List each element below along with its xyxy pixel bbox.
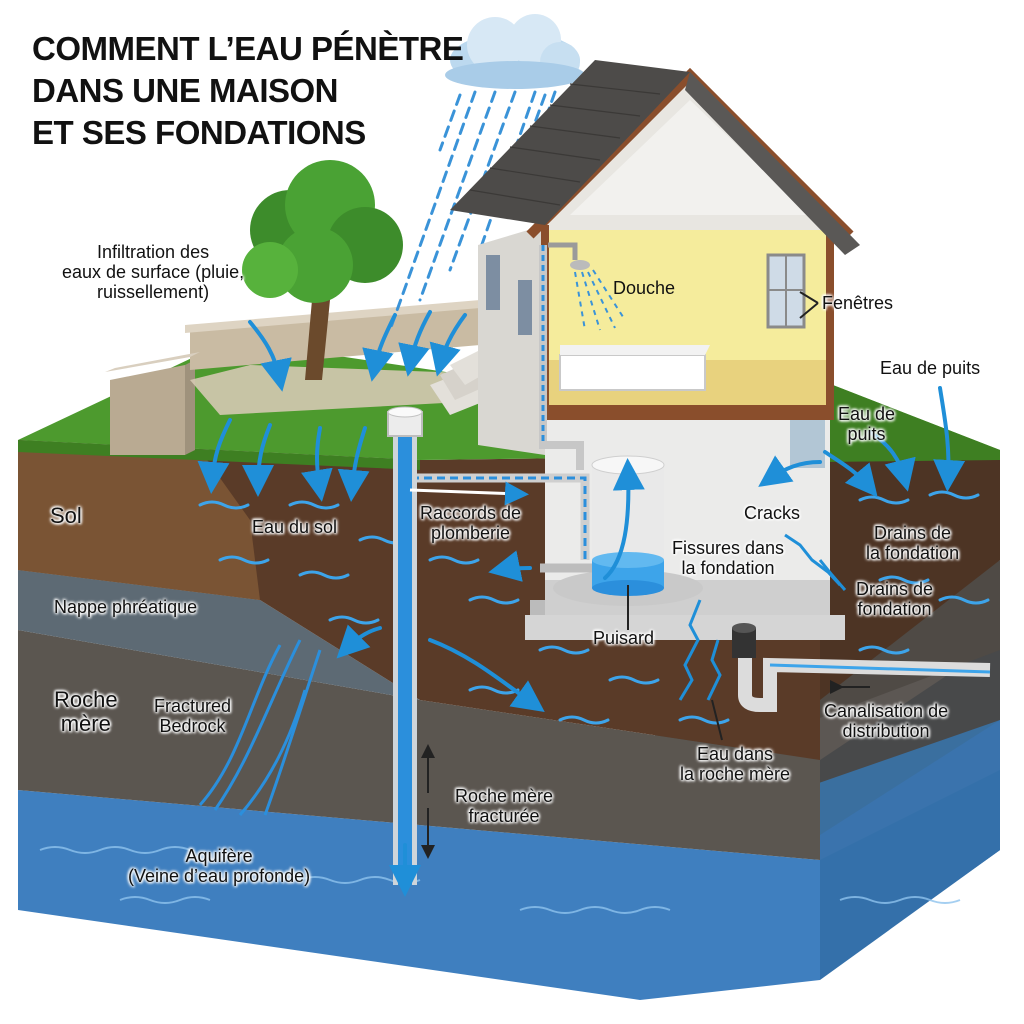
- label-drains-de-la-fondation-line-2: la fondation: [866, 543, 960, 563]
- aquifer-waves: [39, 846, 961, 914]
- label-eau-de-puits-mid-line-1: Eau de: [838, 404, 896, 424]
- label-eau-roche-line-2: la roche mère: [680, 764, 791, 784]
- label-fissures: Fissures dans la fondation: [672, 538, 784, 578]
- label-drains-de-fondation-line-2: fondation: [857, 599, 932, 619]
- label-aquifere-line-1: Aquifère: [185, 846, 253, 866]
- well-casing: [387, 406, 423, 885]
- label-infiltration-line-2: eaux de surface (pluie,: [62, 262, 245, 282]
- label-fenetres: Fenêtres: [822, 293, 894, 313]
- label-aquifere: Aquifère (Veine d’eau profonde): [128, 846, 310, 886]
- label-roche-mere-fracturee: Roche mère fracturée: [455, 786, 553, 826]
- label-raccords-line-1: Raccords de: [420, 503, 522, 523]
- title-line-1: COMMENT L’EAU PÉNÈTRE: [32, 30, 464, 67]
- label-fractured-bedrock-line-1: Fractured: [154, 696, 232, 716]
- label-canalisation: Canalisation de distribution: [824, 701, 948, 741]
- label-nappe-phreatique: Nappe phréatique: [54, 597, 198, 617]
- label-drains-de-la-fondation-line-1: Drains de: [874, 523, 952, 543]
- label-sol: Sol: [50, 503, 82, 528]
- label-fractured-bedrock-line-2: Bedrock: [159, 716, 226, 736]
- label-aquifere-line-2: (Veine d’eau profonde): [128, 866, 311, 886]
- label-roche-mere-line-1: Roche: [54, 687, 118, 712]
- label-cracks: Cracks: [744, 503, 801, 523]
- label-roche-fracturee-line-2: fracturée: [468, 806, 540, 826]
- label-canalisation-line-2: distribution: [842, 721, 930, 741]
- tree: [242, 160, 403, 380]
- label-eau-de-puits-mid-line-2: puits: [847, 424, 886, 444]
- label-raccords: Raccords de plomberie: [420, 503, 521, 543]
- label-drains-de-la-fondation: Drains de la fondation: [866, 523, 959, 563]
- label-roche-fracturee-line-1: Roche mère: [455, 786, 554, 806]
- label-eau-roche-line-1: Eau dans: [697, 744, 774, 764]
- label-drains-de-fondation: Drains de fondation: [856, 579, 933, 619]
- label-leader-lines: [409, 291, 870, 859]
- label-drains-de-fondation-line-1: Drains de: [856, 579, 934, 599]
- diagram-title: COMMENT L’EAU PÉNÈTRE DANS UNE MAISON ET…: [32, 28, 464, 154]
- label-raccords-line-2: plomberie: [431, 523, 511, 543]
- rain-drops: [388, 90, 557, 332]
- label-eau-dans-la-roche: Eau dans la roche mère: [680, 744, 790, 784]
- label-eau-du-sol: Eau du sol: [252, 517, 338, 537]
- water-flow-arrows: [197, 310, 966, 897]
- rain-cloud: [445, 14, 585, 89]
- label-roche-mere-line-2: mère: [60, 711, 111, 736]
- label-puisard: Puisard: [593, 628, 655, 648]
- label-fissures-line-1: Fissures dans: [672, 538, 785, 558]
- title-line-2: DANS UNE MAISON: [32, 72, 339, 109]
- fracture-water-streams: [198, 639, 322, 816]
- label-douche: Douche: [613, 278, 676, 298]
- house: [400, 60, 991, 712]
- label-infiltration-line-3: ruissellement): [97, 282, 210, 302]
- label-infiltration-line-1: Infiltration des: [97, 242, 210, 262]
- label-fractured-bedrock: Fractured Bedrock: [154, 696, 231, 736]
- label-roche-mere: Roche mère: [54, 688, 118, 736]
- label-fissures-line-2: la fondation: [681, 558, 775, 578]
- foundation-cracks: [678, 533, 847, 701]
- label-eau-de-puits-top: Eau de puits: [880, 358, 981, 378]
- label-eau-de-puits-mid: Eau de puits: [838, 404, 895, 444]
- label-canalisation-line-1: Canalisation de: [824, 701, 949, 721]
- title-line-3: ET SES FONDATIONS: [32, 114, 366, 151]
- label-infiltration: Infiltration des eaux de surface (pluie,…: [62, 242, 244, 302]
